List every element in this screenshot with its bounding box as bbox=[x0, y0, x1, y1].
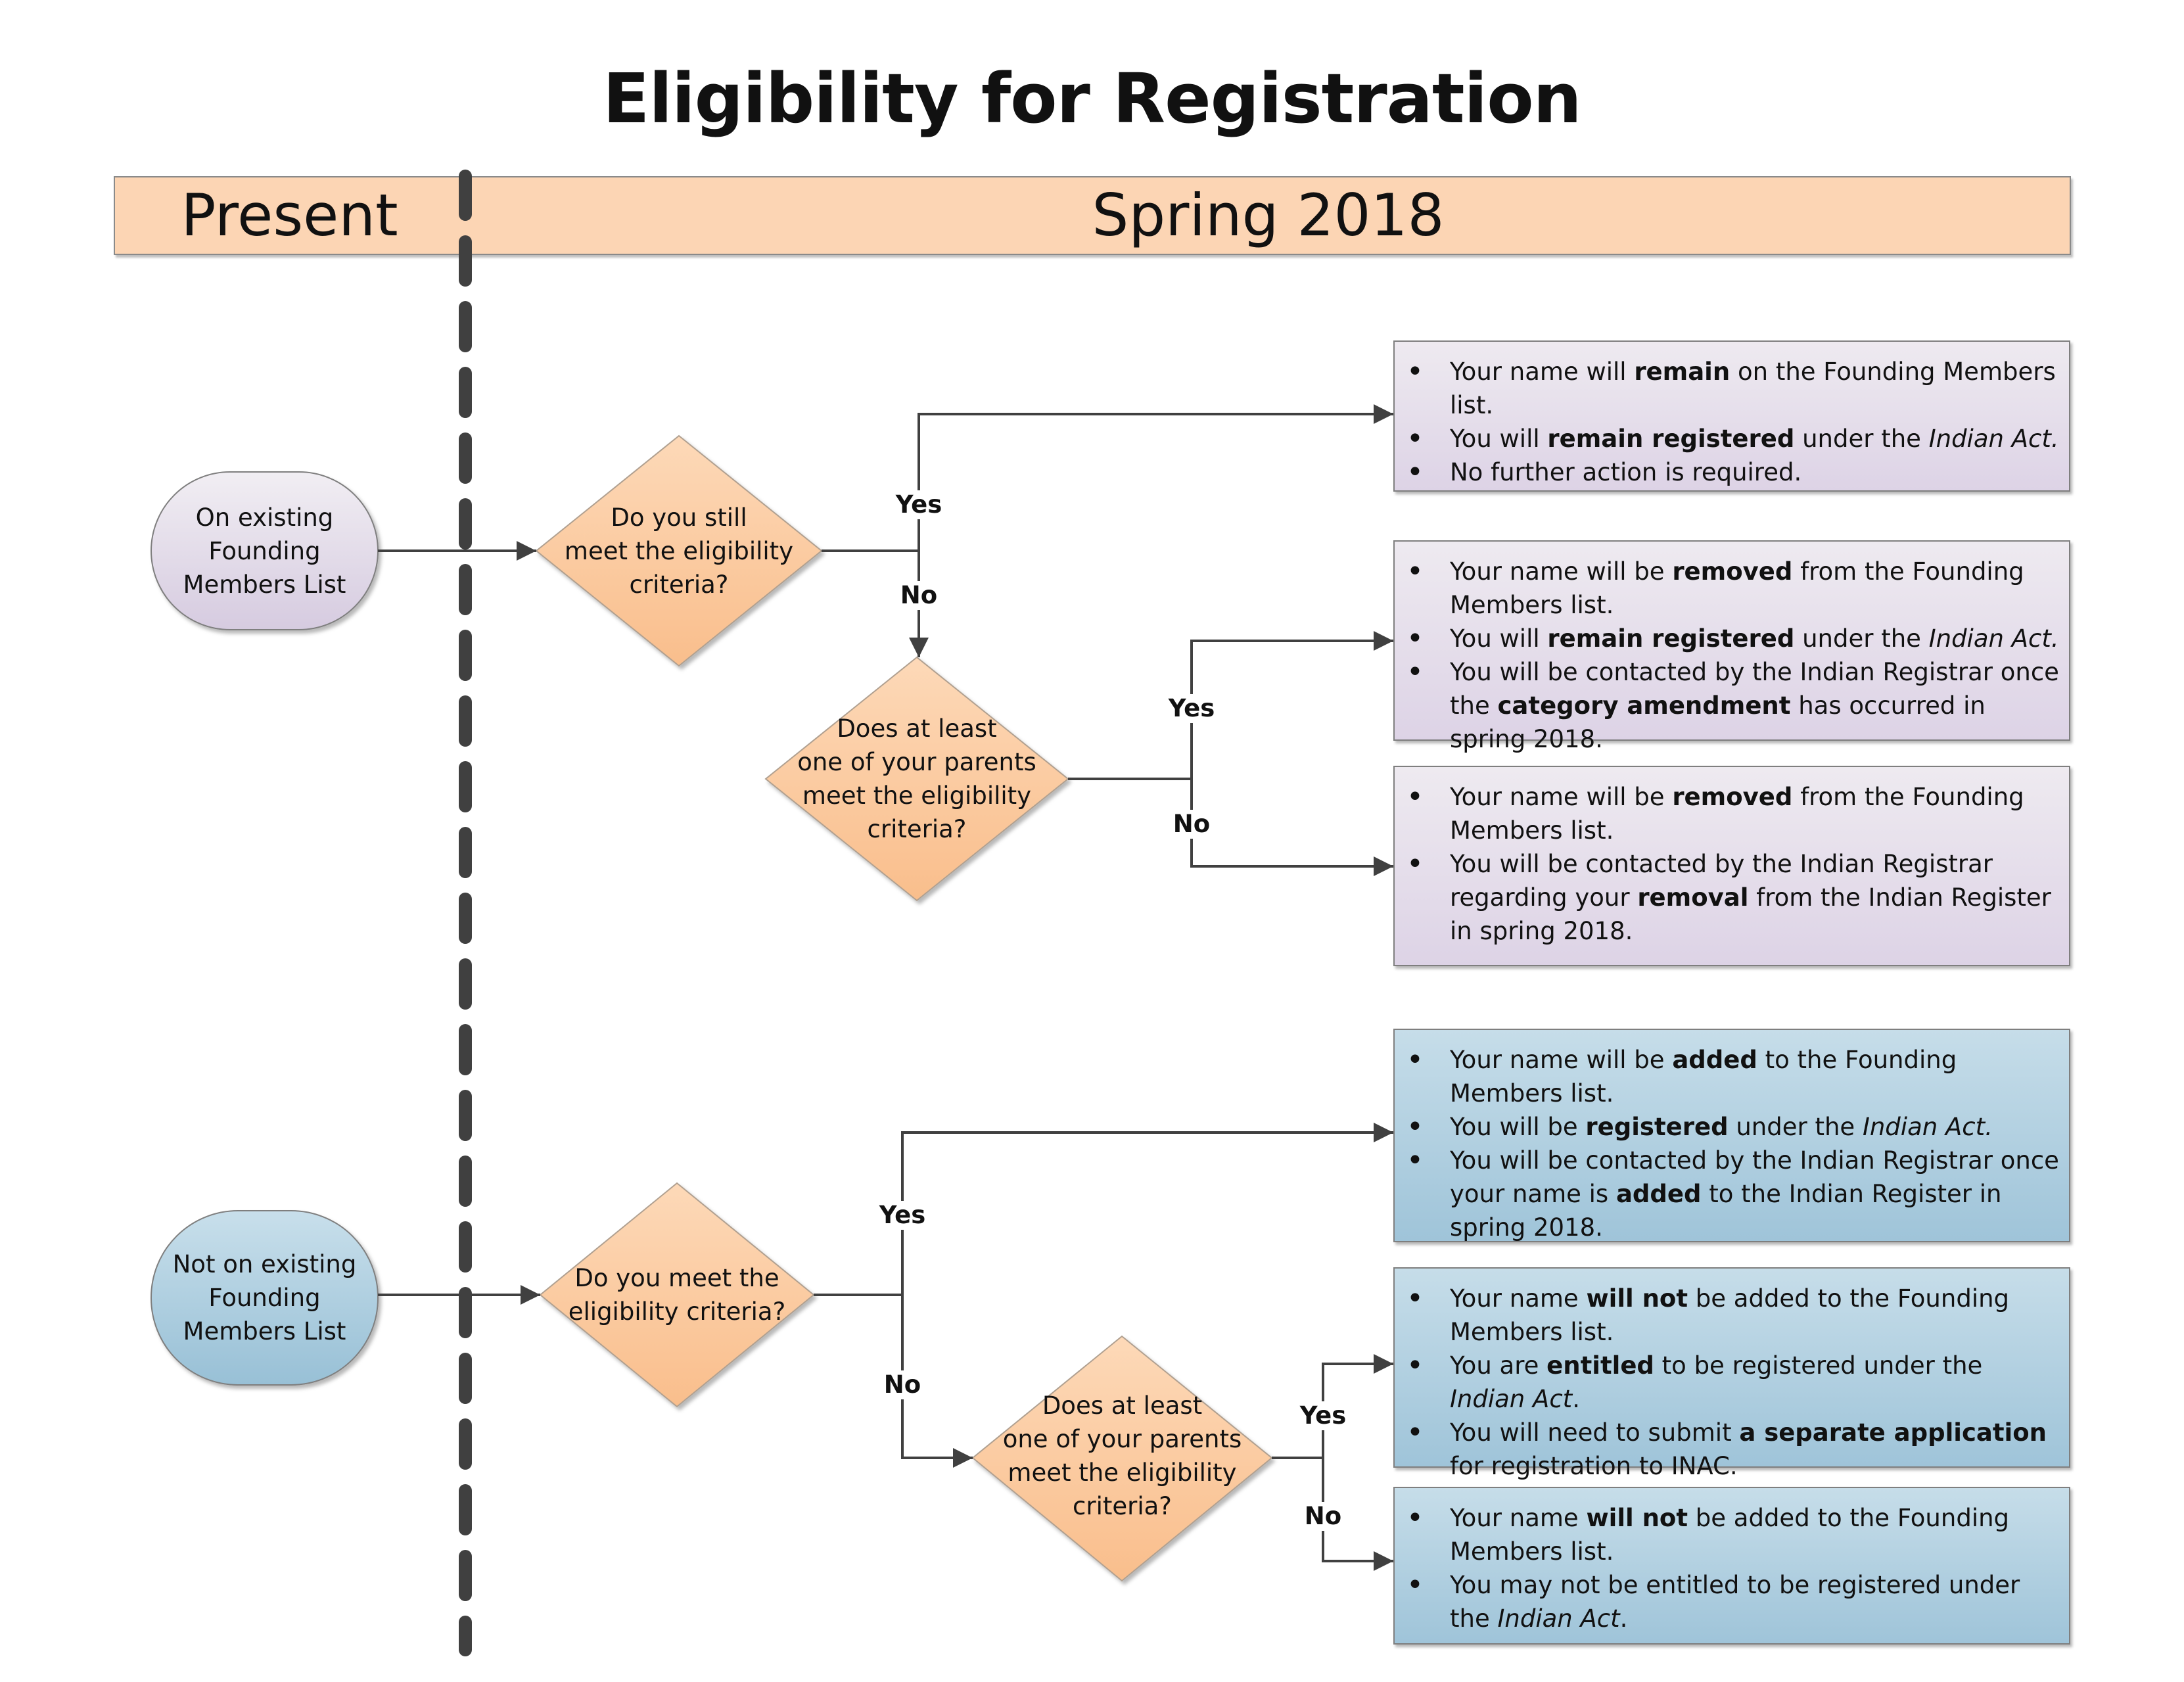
outcome-bullet: You will remain registered under the Ind… bbox=[1406, 422, 2062, 456]
outcome-bullet: You will be contacted by the Indian Regi… bbox=[1406, 847, 2062, 948]
outcome-bullet: You are entitled to be registered under … bbox=[1406, 1349, 2062, 1416]
connector-d2-yes bbox=[1190, 631, 1393, 779]
outcome-box-6: Your name will not be added to the Found… bbox=[1393, 1487, 2070, 1645]
connector-d4-no bbox=[1322, 1458, 1393, 1571]
edge-label-d2-yes: Yes bbox=[1152, 694, 1231, 723]
edge-label-d3-yes: Yes bbox=[863, 1201, 942, 1230]
connector-d3-yes bbox=[901, 1123, 1393, 1295]
timeline-future-label: Spring 2018 bbox=[1092, 181, 1445, 249]
outcome-list: Your name will remain on the Founding Me… bbox=[1406, 355, 2062, 489]
outcome-bullet: Your name will be removed from the Found… bbox=[1406, 780, 2062, 847]
edge-label-d1-yes: Yes bbox=[879, 490, 958, 519]
page-title: Eligibility for Registration bbox=[603, 58, 1581, 139]
outcome-bullet: You will need to submit a separate appli… bbox=[1406, 1416, 2062, 1483]
edge-label-d3-no: No bbox=[863, 1370, 942, 1399]
outcome-bullet: Your name will not be added to the Found… bbox=[1406, 1501, 2062, 1568]
connector-d2-no bbox=[1190, 779, 1393, 876]
start-node-not-existing-shape bbox=[151, 1210, 379, 1386]
outcome-bullet: You will be registered under the Indian … bbox=[1406, 1110, 2062, 1144]
edge-label-d4-yes: Yes bbox=[1284, 1401, 1362, 1430]
decision-d4-shape bbox=[971, 1335, 1273, 1582]
connector-d1-yes bbox=[918, 404, 1393, 551]
outcome-bullet: Your name will be added to the Founding … bbox=[1406, 1043, 2062, 1110]
timeline-present-label: Present bbox=[181, 181, 398, 249]
decision-d3-shape bbox=[539, 1182, 815, 1408]
outcome-bullet: You will be contacted by the Indian Regi… bbox=[1406, 655, 2062, 756]
outcome-bullet: Your name will remain on the Founding Me… bbox=[1406, 355, 2062, 422]
timeline-bar bbox=[114, 176, 2071, 255]
outcome-bullet: Your name will be removed from the Found… bbox=[1406, 555, 2062, 622]
edge-label-d4-no: No bbox=[1284, 1502, 1362, 1531]
outcome-box-4: Your name will be added to the Founding … bbox=[1393, 1029, 2070, 1242]
outcome-box-1: Your name will remain on the Founding Me… bbox=[1393, 340, 2070, 492]
outcome-list: Your name will not be added to the Found… bbox=[1406, 1282, 2062, 1483]
decision-d1-shape bbox=[535, 434, 823, 667]
outcome-bullet: You may not be entitled to be registered… bbox=[1406, 1568, 2062, 1635]
edge-label-d1-no: No bbox=[879, 581, 958, 610]
decision-d2-shape bbox=[764, 656, 1069, 902]
outcome-bullet: You will be contacted by the Indian Regi… bbox=[1406, 1144, 2062, 1244]
outcome-bullet: You will remain registered under the Ind… bbox=[1406, 622, 2062, 655]
outcome-bullet: Your name will not be added to the Found… bbox=[1406, 1282, 2062, 1349]
edge-label-d2-no: No bbox=[1152, 810, 1231, 839]
outcome-box-3: Your name will be removed from the Found… bbox=[1393, 766, 2070, 966]
outcome-bullet: No further action is required. bbox=[1406, 456, 2062, 489]
connector-d3-no bbox=[901, 1295, 973, 1468]
outcome-list: Your name will be removed from the Found… bbox=[1406, 555, 2062, 756]
outcome-box-5: Your name will not be added to the Found… bbox=[1393, 1267, 2070, 1480]
outcome-list: Your name will not be added to the Found… bbox=[1406, 1501, 2062, 1635]
outcome-list: Your name will be added to the Founding … bbox=[1406, 1043, 2062, 1244]
outcome-list: Your name will be removed from the Found… bbox=[1406, 780, 2062, 948]
outcome-box-2: Your name will be removed from the Found… bbox=[1393, 540, 2070, 753]
